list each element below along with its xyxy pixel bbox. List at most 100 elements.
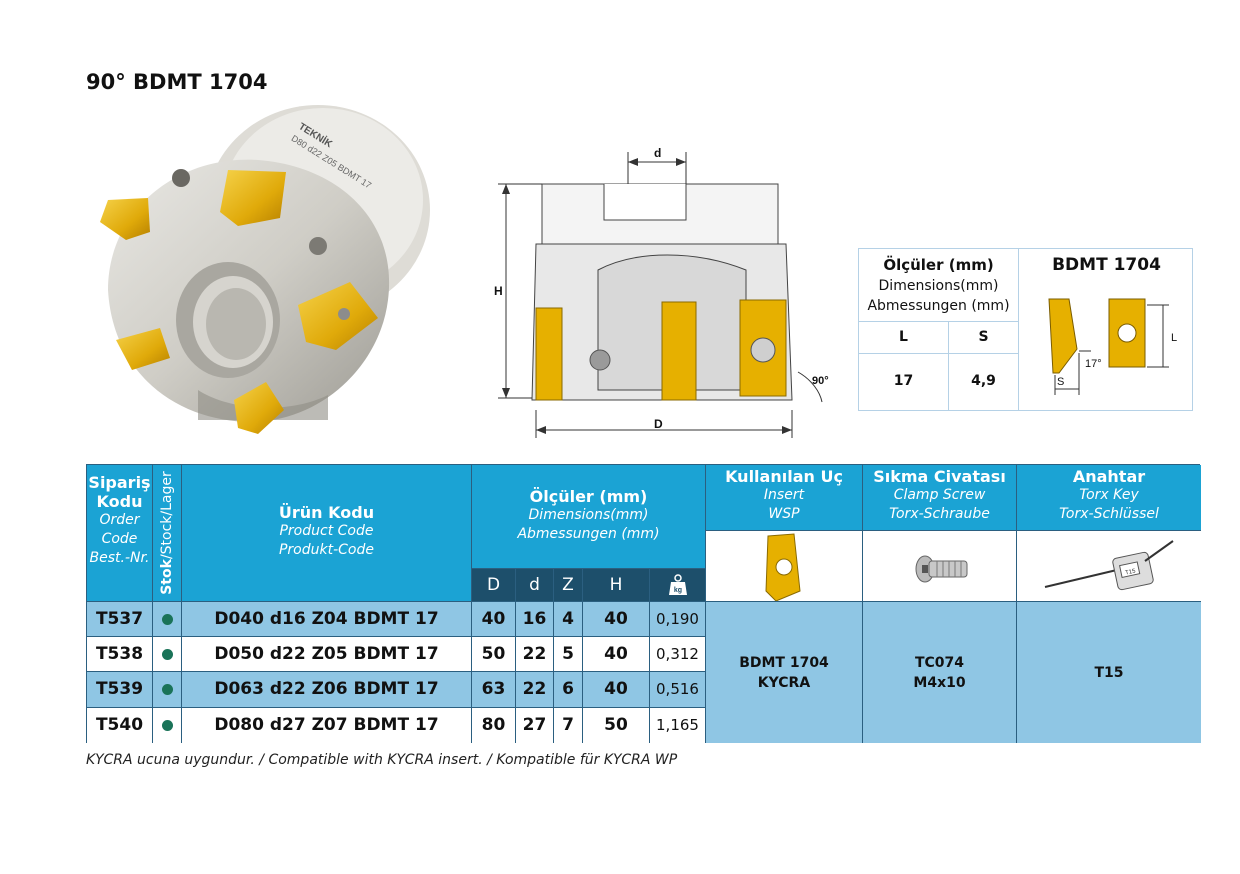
insert-angle-label: 17°: [1085, 358, 1102, 370]
stock-indicator: [153, 637, 182, 672]
table-row-H: 50: [583, 708, 650, 743]
header-product-code-en: Product Code: [279, 523, 374, 539]
dim-box-title-de: Abmessungen (mm): [867, 298, 1010, 314]
header-order-code: Sipariş Kodu Order Code Best.-Nr.: [87, 465, 153, 602]
header-insert-en: Insert: [763, 487, 805, 503]
weight-icon: kg: [668, 574, 687, 595]
table-row-Z: 4: [554, 602, 583, 637]
key-value: T15: [1094, 664, 1124, 681]
header-order-code-de: Best.-Nr.: [89, 550, 150, 566]
header-screw: Sıkma Civatası Clamp Screw Torx-Schraube: [863, 465, 1017, 531]
table-row-d: 27: [516, 708, 554, 743]
dim-box-title-tr: Ölçüler (mm): [883, 256, 994, 274]
header-order-code-tr: Sipariş Kodu: [88, 473, 151, 511]
dim-D-label: D: [654, 417, 663, 431]
header-dimensions-tr: Ölçüler (mm): [529, 487, 648, 506]
insert-value-cell: BDMT 1704 KYCRA: [706, 602, 863, 743]
table-row-d: 22: [516, 637, 554, 672]
screw-value-cell: TC074 M4x10: [863, 602, 1017, 743]
stock-indicator: [153, 672, 182, 708]
key-image-cell: T15: [1017, 531, 1201, 602]
header-screw-en: Clamp Screw: [893, 487, 986, 503]
header-dimensions-de: Abmessungen (mm): [517, 526, 660, 542]
table-row-d: 22: [516, 672, 554, 708]
table-row-D: 63: [472, 672, 516, 708]
dim-box-title-en: Dimensions(mm): [878, 278, 999, 294]
table-row-D: 40: [472, 602, 516, 637]
table-row-order: T537: [87, 602, 153, 637]
header-stock-tr: Stok: [159, 559, 175, 595]
table-row-weight: 0,516: [650, 672, 706, 708]
insert-value-line1: BDMT 1704: [739, 654, 829, 671]
in-stock-dot: [161, 613, 173, 625]
table-row-product: D063 d22 Z06 BDMT 17: [182, 672, 472, 708]
col-l-header: L: [899, 329, 908, 345]
header-stock: Stok/Stock/Lager: [153, 465, 182, 602]
insert-type-title: BDMT 1704: [1052, 255, 1161, 275]
screw-value-line1: TC074: [914, 654, 965, 671]
page-title: 90° BDMT 1704: [86, 70, 268, 94]
header-dimensions: Ölçüler (mm) Dimensions(mm) Abmessungen …: [472, 465, 706, 569]
header-order-code-en: Order Code: [99, 512, 140, 547]
header-stock-rest: /Stock/Lager: [159, 471, 175, 560]
header-key-de: Torx-Schlüssel: [1059, 506, 1159, 522]
table-row-order: T538: [87, 637, 153, 672]
dim-d-label: d: [654, 146, 661, 160]
header-product-code-tr: Ürün Kodu: [278, 503, 375, 522]
header-key-en: Torx Key: [1079, 487, 1139, 503]
col-weight: kg: [650, 569, 706, 602]
col-Z: Z: [554, 569, 583, 602]
col-D: D: [472, 569, 516, 602]
screw-icon: [915, 555, 968, 583]
table-row-weight: 1,165: [650, 708, 706, 743]
header-insert-tr: Kullanılan Uç: [725, 467, 843, 486]
table-row-Z: 6: [554, 672, 583, 708]
insert-icon: [765, 533, 801, 601]
table-row-order: T540: [87, 708, 153, 743]
table-row-D: 80: [472, 708, 516, 743]
header-product-code-de: Produkt-Code: [278, 542, 374, 558]
col-H: H: [583, 569, 650, 602]
in-stock-dot: [161, 648, 173, 660]
screw-image-cell: [863, 531, 1017, 602]
table-row-product: D080 d27 Z07 BDMT 17: [182, 708, 472, 743]
table-row-d: 16: [516, 602, 554, 637]
header-key: Anahtar Torx Key Torx-Schlüssel: [1017, 465, 1201, 531]
weight-icon-label: kg: [673, 587, 681, 594]
table-row-order: T539: [87, 672, 153, 708]
insert-S-label: S: [1057, 376, 1064, 388]
insert-dimension-box: Ölçüler (mm) Dimensions(mm) Abmessungen …: [858, 248, 1193, 411]
in-stock-dot: [161, 683, 173, 695]
face-mill-illustration: TEKNİK D80 d22 Z05 BDMT 17: [100, 105, 430, 434]
stock-indicator: [153, 602, 182, 637]
insert-L-label: L: [1171, 332, 1177, 344]
table-row-H: 40: [583, 672, 650, 708]
col-d: d: [516, 569, 554, 602]
table-row-product: D040 d16 Z04 BDMT 17: [182, 602, 472, 637]
key-tag-label: T15: [1125, 568, 1137, 576]
dim-H-label: H: [494, 284, 503, 298]
table-row-H: 40: [583, 637, 650, 672]
screw-value-line2: M4x10: [913, 674, 966, 691]
insert-value-line2: KYCRA: [757, 674, 811, 691]
header-product-code: Ürün Kodu Product Code Produkt-Code: [182, 465, 472, 602]
header-key-tr: Anahtar: [1072, 467, 1146, 486]
header-screw-de: Torx-Schraube: [889, 506, 990, 522]
technical-drawing: H D d 90°: [494, 146, 829, 438]
val-l: 17: [893, 373, 914, 389]
table-row-D: 50: [472, 637, 516, 672]
table-row-Z: 5: [554, 637, 583, 672]
dim-box-title: Ölçüler (mm) Dimensions(mm) Abmessungen …: [859, 255, 1018, 316]
insert-geometry-icon: L S 17°: [1048, 298, 1177, 395]
table-row-product: D050 d22 Z05 BDMT 17: [182, 637, 472, 672]
insert-image-cell: [706, 531, 863, 602]
in-stock-dot: [161, 719, 173, 731]
header-dimensions-en: Dimensions(mm): [528, 507, 649, 523]
torx-key-icon: T15: [1044, 540, 1174, 591]
header-screw-tr: Sıkma Civatası: [873, 467, 1006, 486]
header-insert: Kullanılan Uç Insert WSP: [706, 465, 863, 531]
table-row-weight: 0,312: [650, 637, 706, 672]
product-table: Sipariş Kodu Order Code Best.-Nr. Stok/S…: [86, 464, 1201, 743]
table-row-H: 40: [583, 602, 650, 637]
val-s: 4,9: [971, 373, 996, 389]
